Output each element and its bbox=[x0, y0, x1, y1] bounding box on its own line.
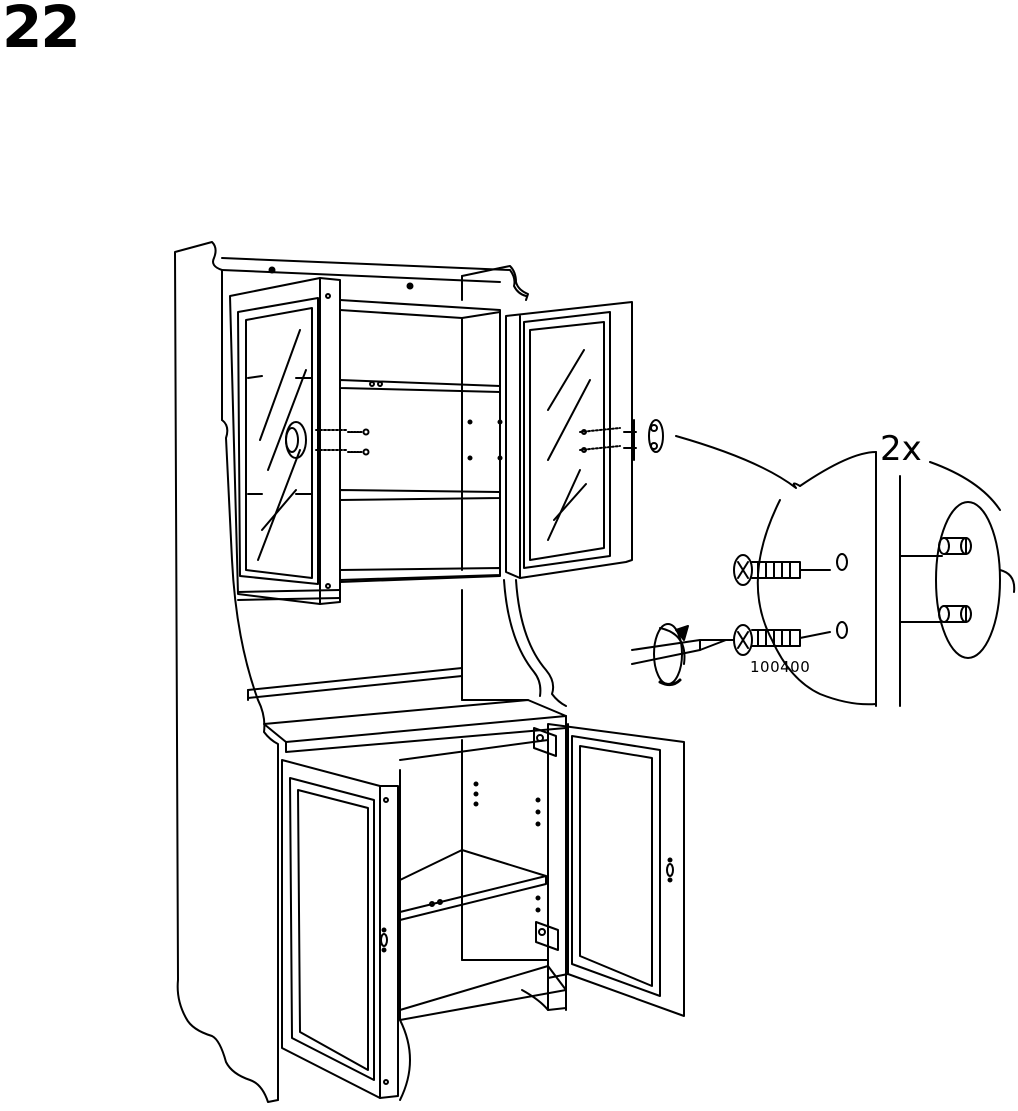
knob-detail-icon bbox=[900, 502, 1014, 658]
part-number-label: 100400 bbox=[750, 660, 810, 675]
lower-cabinet bbox=[400, 716, 566, 1100]
detail-callout bbox=[632, 436, 1014, 706]
screw-icon bbox=[734, 554, 847, 585]
middle-counter bbox=[248, 590, 566, 752]
rotation-arrow-icon bbox=[654, 624, 688, 685]
knob-detail-icon bbox=[649, 420, 663, 452]
top-hutch bbox=[222, 258, 566, 706]
lower-left-door bbox=[278, 750, 398, 1100]
right-glass-door bbox=[506, 302, 636, 578]
lower-right-door bbox=[534, 724, 684, 1016]
left-glass-door bbox=[230, 278, 369, 604]
screw-icon bbox=[734, 622, 847, 655]
left-side-panel bbox=[175, 242, 278, 1102]
quantity-label: 2x bbox=[880, 432, 922, 466]
